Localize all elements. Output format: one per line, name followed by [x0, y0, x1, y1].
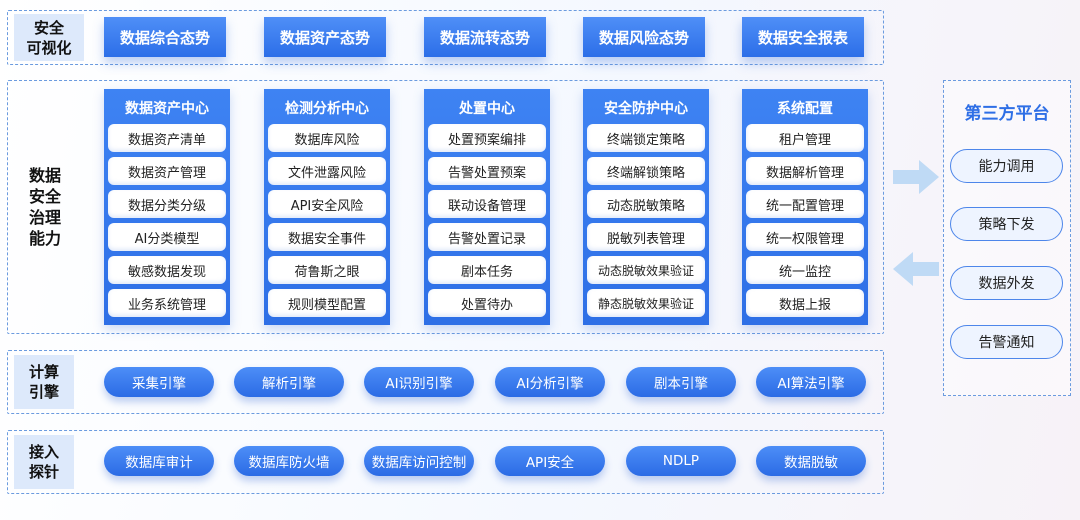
engine-pill[interactable]: AI算法引擎 — [756, 367, 866, 397]
third-party-title: 第三方平台 — [964, 104, 1050, 124]
visualization-button[interactable]: 数据风险态势 — [583, 17, 705, 57]
probe-pill[interactable]: NDLP — [626, 446, 736, 476]
visualization-button[interactable]: 数据流转态势 — [424, 17, 546, 57]
probe-pill[interactable]: API安全 — [495, 446, 605, 476]
engine-pill[interactable]: 解析引擎 — [234, 367, 344, 397]
column-item[interactable]: 统一权限管理 — [746, 223, 864, 251]
column-item[interactable]: 剧本任务 — [428, 256, 546, 284]
probe-band — [7, 430, 884, 494]
third-party-button[interactable]: 告警通知 — [950, 325, 1063, 359]
column-item[interactable]: 数据上报 — [746, 289, 864, 317]
engine-pill[interactable]: AI分析引擎 — [495, 367, 605, 397]
third-party-button-label: 告警通知 — [978, 335, 1035, 351]
column-item[interactable]: 文件泄露风险 — [268, 157, 386, 185]
column-title: 系统配置 — [777, 101, 833, 117]
column-title: 检测分析中心 — [285, 101, 369, 117]
visualization-row-label: 安全 可视化 — [14, 14, 84, 61]
arrow-right-icon — [893, 160, 939, 194]
column-item[interactable]: 终端解锁策略 — [587, 157, 705, 185]
third-party-button[interactable]: 能力调用 — [950, 149, 1063, 183]
column-item[interactable]: 静态脱敏效果验证 — [587, 289, 705, 317]
visualization-button[interactable]: 数据资产态势 — [264, 17, 386, 57]
visualization-button-label: 数据风险态势 — [598, 28, 689, 47]
column-item[interactable]: 租户管理 — [746, 124, 864, 152]
column-item[interactable]: 脱敏列表管理 — [587, 223, 705, 251]
column-item-list: 租户管理数据解析管理统一配置管理统一权限管理统一监控数据上报 — [742, 124, 868, 317]
engine-pill[interactable]: 剧本引擎 — [626, 367, 736, 397]
column-item[interactable]: 告警处置预案 — [428, 157, 546, 185]
third-party-panel: 第三方平台 能力调用 策略下发 数据外发 告警通知 — [943, 80, 1071, 396]
visualization-button[interactable]: 数据综合态势 — [104, 17, 226, 57]
column-item-list: 数据资产清单数据资产管理数据分类分级 AI分类模型敏感数据发现业务系统管理 — [104, 124, 230, 317]
column-item[interactable]: 敏感数据发现 — [108, 256, 226, 284]
compute-band — [7, 350, 884, 414]
visualization-button[interactable]: 数据安全报表 — [742, 17, 864, 57]
probe-pill[interactable]: 数据库审计 — [104, 446, 214, 476]
column-item[interactable]: 荷鲁斯之眼 — [268, 256, 386, 284]
visualization-button-label: 数据资产态势 — [279, 28, 370, 47]
column-item[interactable]: API安全风险 — [268, 190, 386, 218]
visualization-button-label: 数据综合态势 — [119, 28, 210, 47]
governance-column: 处置中心处置预案编排告警处置预案联动设备管理告警处置记录剧本任务处置待办 — [424, 89, 550, 325]
arrow-left-icon — [893, 252, 939, 286]
third-party-button[interactable]: 数据外发 — [950, 266, 1063, 300]
governance-column: 系统配置租户管理数据解析管理统一配置管理统一权限管理统一监控数据上报 — [742, 89, 868, 325]
engine-pill[interactable]: 采集引擎 — [104, 367, 214, 397]
third-party-button-label: 能力调用 — [978, 159, 1035, 175]
column-item[interactable]: 联动设备管理 — [428, 190, 546, 218]
column-item[interactable]: 规则模型配置 — [268, 289, 386, 317]
column-item-list: 数据库风险文件泄露风险 API安全风险数据安全事件荷鲁斯之眼规则模型配置 — [264, 124, 390, 317]
compute-row-label: 计算 引擎 — [14, 355, 74, 409]
column-item[interactable]: 处置预案编排 — [428, 124, 546, 152]
column-item[interactable]: 处置待办 — [428, 289, 546, 317]
column-item-list: 终端锁定策略终端解锁策略动态脱敏策略脱敏列表管理动态脱敏效果验证静态脱敏效果验证 — [583, 124, 709, 317]
probe-pill[interactable]: 数据库访问控制 — [364, 446, 474, 476]
visualization-band — [7, 10, 884, 65]
governance-label-text: 数据 安全 治理 能力 — [28, 166, 61, 248]
probe-label-text: 接入 探针 — [28, 443, 59, 481]
third-party-button[interactable]: 策略下发 — [950, 207, 1063, 241]
column-title: 数据资产中心 — [125, 101, 209, 117]
probe-row-label: 接入 探针 — [14, 435, 74, 489]
governance-column: 数据资产中心数据资产清单数据资产管理数据分类分级 AI分类模型敏感数据发现业务系统… — [104, 89, 230, 325]
third-party-button-label: 数据外发 — [978, 276, 1035, 292]
probe-pill[interactable]: 数据库防火墙 — [234, 446, 344, 476]
column-item[interactable]: 动态脱敏效果验证 — [587, 256, 705, 284]
column-item[interactable]: 统一配置管理 — [746, 190, 864, 218]
column-item-list: 处置预案编排告警处置预案联动设备管理告警处置记录剧本任务处置待办 — [424, 124, 550, 317]
column-item[interactable]: 数据分类分级 — [108, 190, 226, 218]
column-item[interactable]: 动态脱敏策略 — [587, 190, 705, 218]
column-item[interactable]: 数据安全事件 — [268, 223, 386, 251]
column-item[interactable]: 数据资产清单 — [108, 124, 226, 152]
column-item[interactable]: 终端锁定策略 — [587, 124, 705, 152]
governance-column: 检测分析中心数据库风险文件泄露风险 API安全风险数据安全事件荷鲁斯之眼规则模型配… — [264, 89, 390, 325]
governance-band — [7, 80, 884, 334]
compute-label-text: 计算 引擎 — [28, 363, 59, 401]
third-party-button-label: 策略下发 — [978, 217, 1035, 233]
column-item[interactable]: 统一监控 — [746, 256, 864, 284]
column-title: 安全防护中心 — [604, 101, 688, 117]
column-item[interactable]: AI分类模型 — [108, 223, 226, 251]
column-item[interactable]: 告警处置记录 — [428, 223, 546, 251]
governance-column: 安全防护中心终端锁定策略终端解锁策略动态脱敏策略脱敏列表管理动态脱敏效果验证静态… — [583, 89, 709, 325]
column-item[interactable]: 数据库风险 — [268, 124, 386, 152]
visualization-button-label: 数据流转态势 — [439, 28, 530, 47]
visualization-label-text: 安全 可视化 — [26, 18, 72, 57]
visualization-button-label: 数据安全报表 — [757, 28, 848, 47]
probe-pill[interactable]: 数据脱敏 — [756, 446, 866, 476]
engine-pill[interactable]: AI识别引擎 — [364, 367, 474, 397]
column-title: 处置中心 — [459, 101, 515, 117]
column-item[interactable]: 业务系统管理 — [108, 289, 226, 317]
column-item[interactable]: 数据资产管理 — [108, 157, 226, 185]
governance-row-label: 数据 安全 治理 能力 — [14, 85, 76, 329]
column-item[interactable]: 数据解析管理 — [746, 157, 864, 185]
